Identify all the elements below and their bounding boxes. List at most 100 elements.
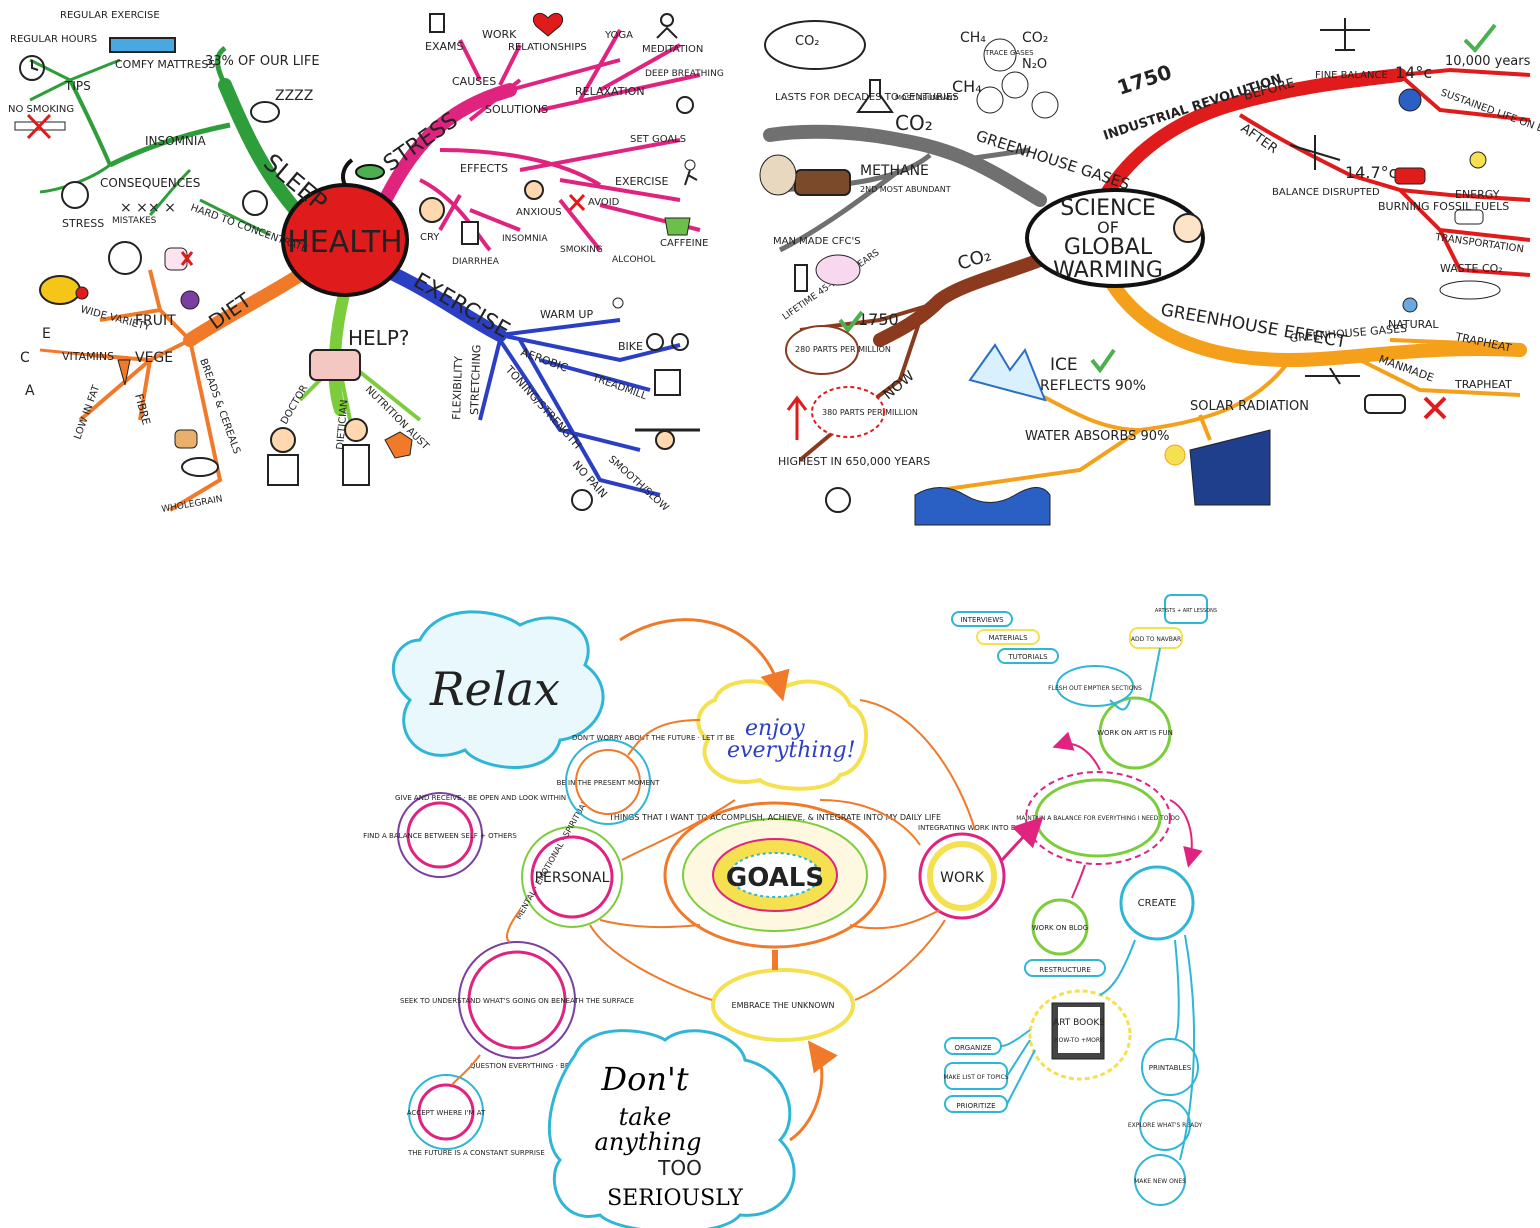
- dont-take-cloud: [547, 1029, 796, 1228]
- gw-highest: HIGHEST IN 650,000 YEARS: [778, 455, 930, 468]
- stress-smoking: SMOKING: [560, 245, 603, 255]
- sleep-percent: 33% OF OUR LIFE: [205, 54, 320, 69]
- artists-label: ARTISTS + ART LESSONS: [1155, 608, 1217, 614]
- no-smoking-icon: [14, 113, 66, 140]
- diet-fruit: FRUIT: [135, 313, 176, 329]
- gw-trapheat-2: TRAPHEAT: [1454, 378, 1512, 391]
- make-new-label: MAKE NEW ONES: [1134, 1178, 1186, 1185]
- gw-reflects: REFLECTS 90%: [1040, 378, 1146, 394]
- stress-effects: EFFECTS: [460, 162, 508, 175]
- tutorials-label: TUTORIALS: [1007, 653, 1048, 661]
- artists-node: [1164, 594, 1208, 624]
- maintain-label: MAINTAIN A BALANCE FOR EVERYTHING I NEED…: [1016, 815, 1180, 822]
- work-blog-label: WORK ON BLOG: [1032, 924, 1088, 932]
- work-art-node: [1098, 696, 1172, 770]
- clock-icon: [19, 55, 45, 81]
- goals-connectors: [451, 618, 1203, 1161]
- create-node: [1119, 865, 1195, 941]
- flesh-node: [1056, 665, 1134, 707]
- health-center-label: HEALTH: [287, 225, 403, 260]
- work-label: WORK: [940, 870, 985, 886]
- dont-5: SERIOUSLY: [607, 1186, 743, 1211]
- exercise-bike: BIKE: [618, 340, 643, 353]
- stress-caffeine: CAFFEINE: [660, 238, 708, 249]
- give-receive-ring: GIVE AND RECEIVE · BE OPEN AND LOOK WITH…: [395, 794, 566, 802]
- exercise-flexibility: FLEXIBILITY: [450, 356, 465, 420]
- sleep-consequences: CONSEQUENCES: [100, 176, 200, 190]
- gw-center-of: OF: [1097, 218, 1119, 237]
- ice-checkmark-icon: [1090, 348, 1116, 374]
- accept-label: ACCEPT WHERE I'M AT: [407, 1109, 486, 1117]
- ocean-waves-icon: [914, 487, 1051, 526]
- sleeping-person-icon: [250, 101, 280, 123]
- australia-map-icon: [384, 431, 413, 459]
- avoid-x-icon: [568, 193, 586, 212]
- spray-can-icon: [794, 264, 808, 292]
- up-arrow-icon: [786, 395, 808, 440]
- checkmark-icon: [1463, 23, 1497, 53]
- exercise-toning: TONING/STRENGTH: [502, 363, 584, 452]
- no-drink-icon: [164, 247, 194, 271]
- gw-center-warming: WARMING: [1053, 258, 1163, 283]
- diet-vitamin-a: A: [25, 383, 35, 399]
- explore-node: [1139, 1099, 1191, 1151]
- relax-cloud: [391, 610, 605, 769]
- sleep-mistakes: MISTAKES: [112, 216, 157, 226]
- balance-self-label: FIND A BALANCE BETWEEN SELF + OTHERS: [363, 832, 517, 840]
- gw-ch4-b: CH₄: [952, 77, 982, 96]
- diet-vitamin-c: C: [20, 350, 30, 366]
- materials-label: MATERIALS: [988, 634, 1028, 642]
- gw-water: WATER ABSORBS 90%: [1025, 429, 1169, 444]
- tipped-scale-icon: [1289, 135, 1341, 170]
- earth-globe-icon: [1398, 88, 1422, 112]
- anxious-face-icon: [524, 180, 544, 200]
- stress-relaxation: RELAXATION: [575, 85, 645, 98]
- methane-cloud-icon: [759, 154, 797, 196]
- checkmark-icon-1750: [838, 310, 864, 334]
- goals-center-label: GOALS: [726, 863, 824, 893]
- ppm-380-burst: [811, 386, 885, 438]
- help-doctor: DOCTOR: [279, 383, 310, 426]
- gw-second-abundant: 2ND MOST ABUNDANT: [860, 185, 951, 194]
- enjoy-label-2: everything!: [727, 738, 856, 763]
- telephone-icon: [309, 349, 361, 381]
- add-navbar-label: ADD TO NAVBAR: [1131, 636, 1181, 643]
- present-label: BE IN THE PRESENT MOMENT: [557, 779, 661, 787]
- mattress-icon: [109, 37, 176, 53]
- embrace-node: [711, 968, 855, 1042]
- gw-solar: SOLAR RADIATION: [1190, 399, 1309, 414]
- stress-set-goals: SET GOALS: [630, 134, 686, 145]
- cereal-bowl-icon: [181, 457, 219, 477]
- coffee-cup-icon: [664, 217, 691, 236]
- art-books-node: [1028, 989, 1132, 1081]
- add-navbar-node: [1129, 627, 1183, 649]
- work-art-label: WORK ON ART IS FUN: [1097, 729, 1173, 737]
- gw-ten-thousand: 10,000 years: [1445, 54, 1531, 69]
- confused-face-icon: [242, 190, 268, 216]
- trace-gas-bubbles-icon: [976, 38, 1059, 119]
- gw-ppm-280: 280 PARTS PER MILLION: [795, 345, 891, 354]
- diet-low-in-fat: LOW IN FAT: [72, 383, 102, 441]
- make-new-node: [1134, 1154, 1186, 1206]
- health-mind-map: HEALTH SLEEP 33% OF OUR LIFE ZZZZ INSOMN…: [8, 10, 724, 515]
- sleep-comfy-mattress: COMFY MATTRESS: [115, 58, 215, 71]
- gw-waste: WASTE CO₂: [1440, 262, 1503, 275]
- gw-center-global: GLOBAL: [1064, 235, 1153, 260]
- ppm-280-bubble: [785, 325, 859, 375]
- gw-trace-gases: TRACE GASES: [984, 49, 1034, 57]
- gw-co2-cloud: CO₂: [795, 34, 820, 49]
- exercise-label: EXERCISE: [409, 269, 514, 344]
- gw-lasts: LASTS FOR DECADES TO CENTURIES: [775, 92, 959, 103]
- stress-insomnia: INSOMNIA: [502, 234, 548, 244]
- fruit-bowl-icon: [39, 275, 89, 305]
- diet-vitamins: VITAMINS: [62, 350, 114, 363]
- printables-label: PRINTABLES: [1149, 1064, 1192, 1072]
- sleep-tips: TIPS: [64, 79, 91, 93]
- iceberg-icon: [968, 343, 1047, 402]
- gw-burning: BURNING FOSSIL FUELS: [1378, 200, 1509, 213]
- gw-co2-branch: CO₂: [955, 244, 994, 274]
- sleep-regular-exercise: REGULAR EXERCISE: [60, 10, 160, 21]
- gw-sustained: SUSTAINED LIFE ON EARTH: [1439, 87, 1540, 144]
- global-warming-mind-map: SCIENCE OF GLOBAL WARMING GREENHOUSE GAS…: [759, 18, 1540, 526]
- flask-icon: [856, 79, 894, 113]
